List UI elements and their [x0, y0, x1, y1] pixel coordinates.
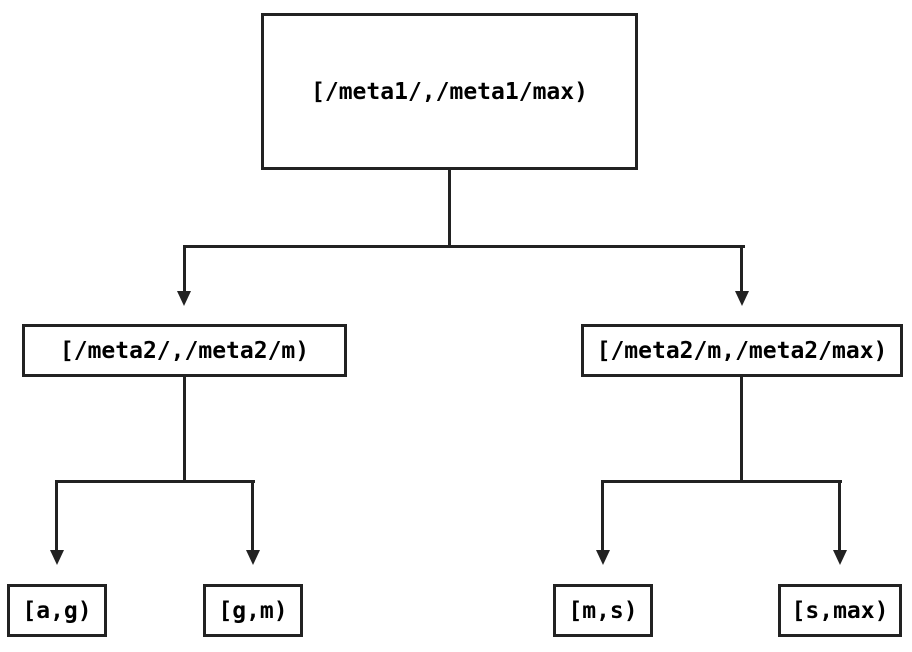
connector-meta2-low-right-drop — [251, 480, 254, 551]
arrowhead-to-meta2-high-icon — [735, 291, 749, 306]
connector-meta2-high-left-drop — [601, 480, 604, 551]
node-leaf-g-m-label: [g,m) — [218, 597, 288, 624]
connector-meta2-low-stem — [183, 377, 186, 483]
node-root-meta1-range: [/meta1/,/meta1/max) — [261, 13, 638, 170]
connector-meta2-high-stem — [740, 377, 743, 483]
connector-meta2-high-right-drop — [838, 480, 841, 551]
connector-root-right-drop — [740, 245, 743, 291]
node-meta2-low-label: [/meta2/,/meta2/m) — [59, 337, 310, 364]
connector-root-left-drop — [183, 245, 186, 291]
arrowhead-to-leaf-a-g-icon — [50, 550, 64, 565]
connector-meta2-low-left-drop — [55, 480, 58, 551]
node-leaf-s-max: [s,max) — [778, 584, 902, 637]
connector-root-stem — [448, 170, 451, 248]
node-leaf-m-s: [m,s) — [553, 584, 653, 637]
node-leaf-a-g: [a,g) — [7, 584, 107, 637]
node-meta2-high-label: [/meta2/m,/meta2/max) — [596, 337, 888, 364]
node-root-label: [/meta1/,/meta1/max) — [311, 78, 588, 105]
node-leaf-a-g-label: [a,g) — [22, 597, 92, 624]
node-leaf-m-s-label: [m,s) — [568, 597, 638, 624]
node-leaf-g-m: [g,m) — [203, 584, 303, 637]
node-leaf-s-max-label: [s,max) — [791, 597, 889, 624]
arrowhead-to-meta2-low-icon — [177, 291, 191, 306]
connector-meta2-high-crossbar — [601, 480, 842, 483]
arrowhead-to-leaf-g-m-icon — [246, 550, 260, 565]
node-meta2-high-range: [/meta2/m,/meta2/max) — [581, 324, 903, 377]
node-meta2-low-range: [/meta2/,/meta2/m) — [22, 324, 347, 377]
arrowhead-to-leaf-s-max-icon — [833, 550, 847, 565]
connector-root-crossbar — [183, 245, 745, 248]
connector-meta2-low-crossbar — [55, 480, 255, 483]
arrowhead-to-leaf-m-s-icon — [596, 550, 610, 565]
